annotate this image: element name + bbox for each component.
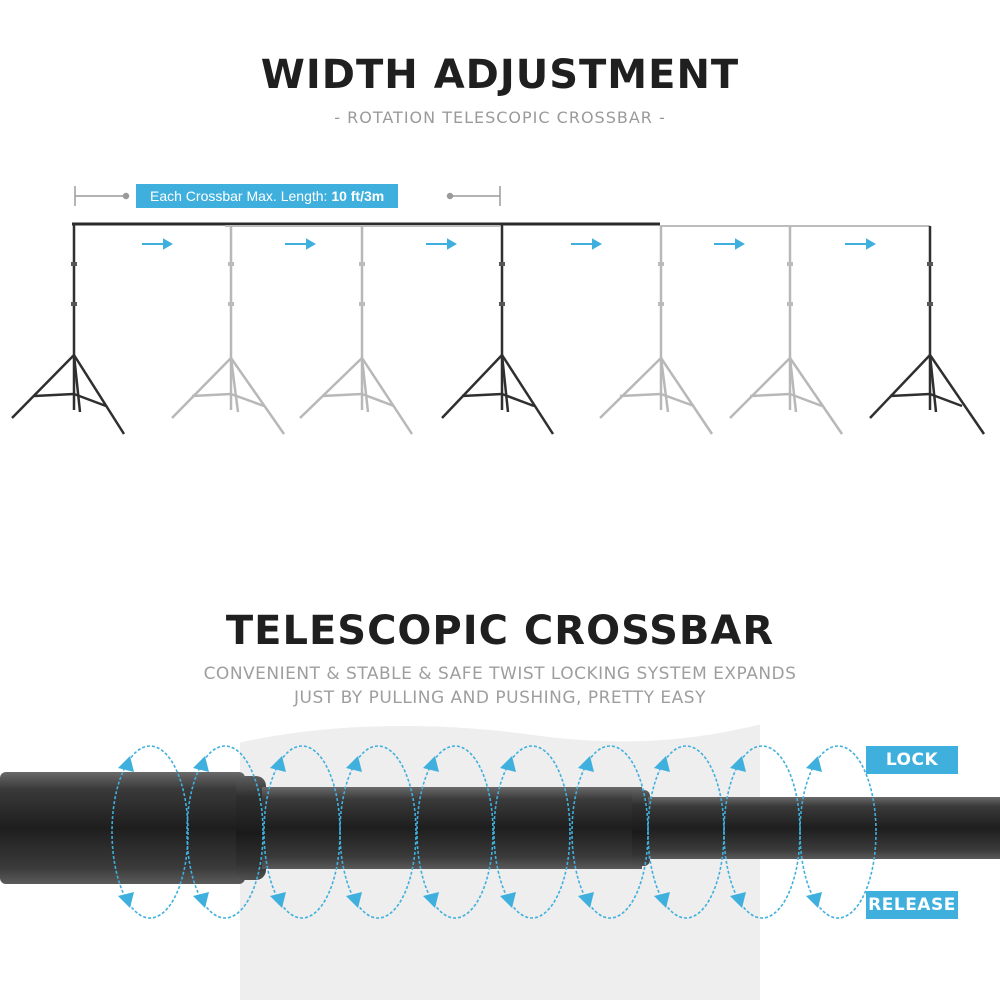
pole-clamps [71,262,933,306]
tube-inner [648,797,1000,859]
stands-diagram [11,186,986,435]
arrow-right-icon [845,238,877,250]
lock-label: LOCK [866,746,958,774]
stand-light-2 [171,226,286,435]
stand-dark-1 [11,224,126,435]
arrow-right-icon [426,238,458,250]
arrow-right-icon [571,238,603,250]
section1-subtitle: - ROTATION TELESCOPIC CROSSBAR - [334,108,666,127]
section1-title: WIDTH ADJUSTMENT [260,52,740,98]
dimension-line [74,186,501,206]
section2-title: TELESCOPIC CROSSBAR [225,608,775,654]
rotation-arrow-icon [186,745,264,919]
length-label-value: 10 ft/3m [331,188,385,204]
release-label: RELEASE [866,891,958,919]
tube-middle [262,787,642,869]
rotation-arrowheads [118,756,822,908]
rotation-arrow-icon [416,745,494,919]
stand-dark-4 [441,224,555,435]
arrow-right-icon [285,238,317,250]
rotation-arrow-icon [799,745,877,919]
arrow-right-icon [142,238,174,250]
section2-description-line2: JUST BY PULLING AND PUSHING, PRETTY EASY [294,688,706,708]
stand-light-5 [599,226,714,435]
tube-outer [0,772,245,884]
tube-collar [236,776,266,880]
section2-description-line1: CONVENIENT & STABLE & SAFE TWIST LOCKING… [203,664,797,684]
arrow-right-icon [714,238,746,250]
rotation-arrow-icon [339,745,417,919]
direction-arrow-icons [142,238,877,250]
stand-light-3 [299,226,414,435]
rotation-arrow-icon [111,745,189,919]
stand-light-6 [729,226,844,435]
length-label-prefix: Each Crossbar Max. Length: [150,188,332,204]
crossbar-length-label: Each Crossbar Max. Length: 10 ft/3m [136,184,399,208]
rotation-arrow-icons [111,745,877,919]
rotation-arrow-icon [493,745,571,919]
stand-dark-7 [869,226,986,435]
tube-collar-2 [632,790,650,866]
